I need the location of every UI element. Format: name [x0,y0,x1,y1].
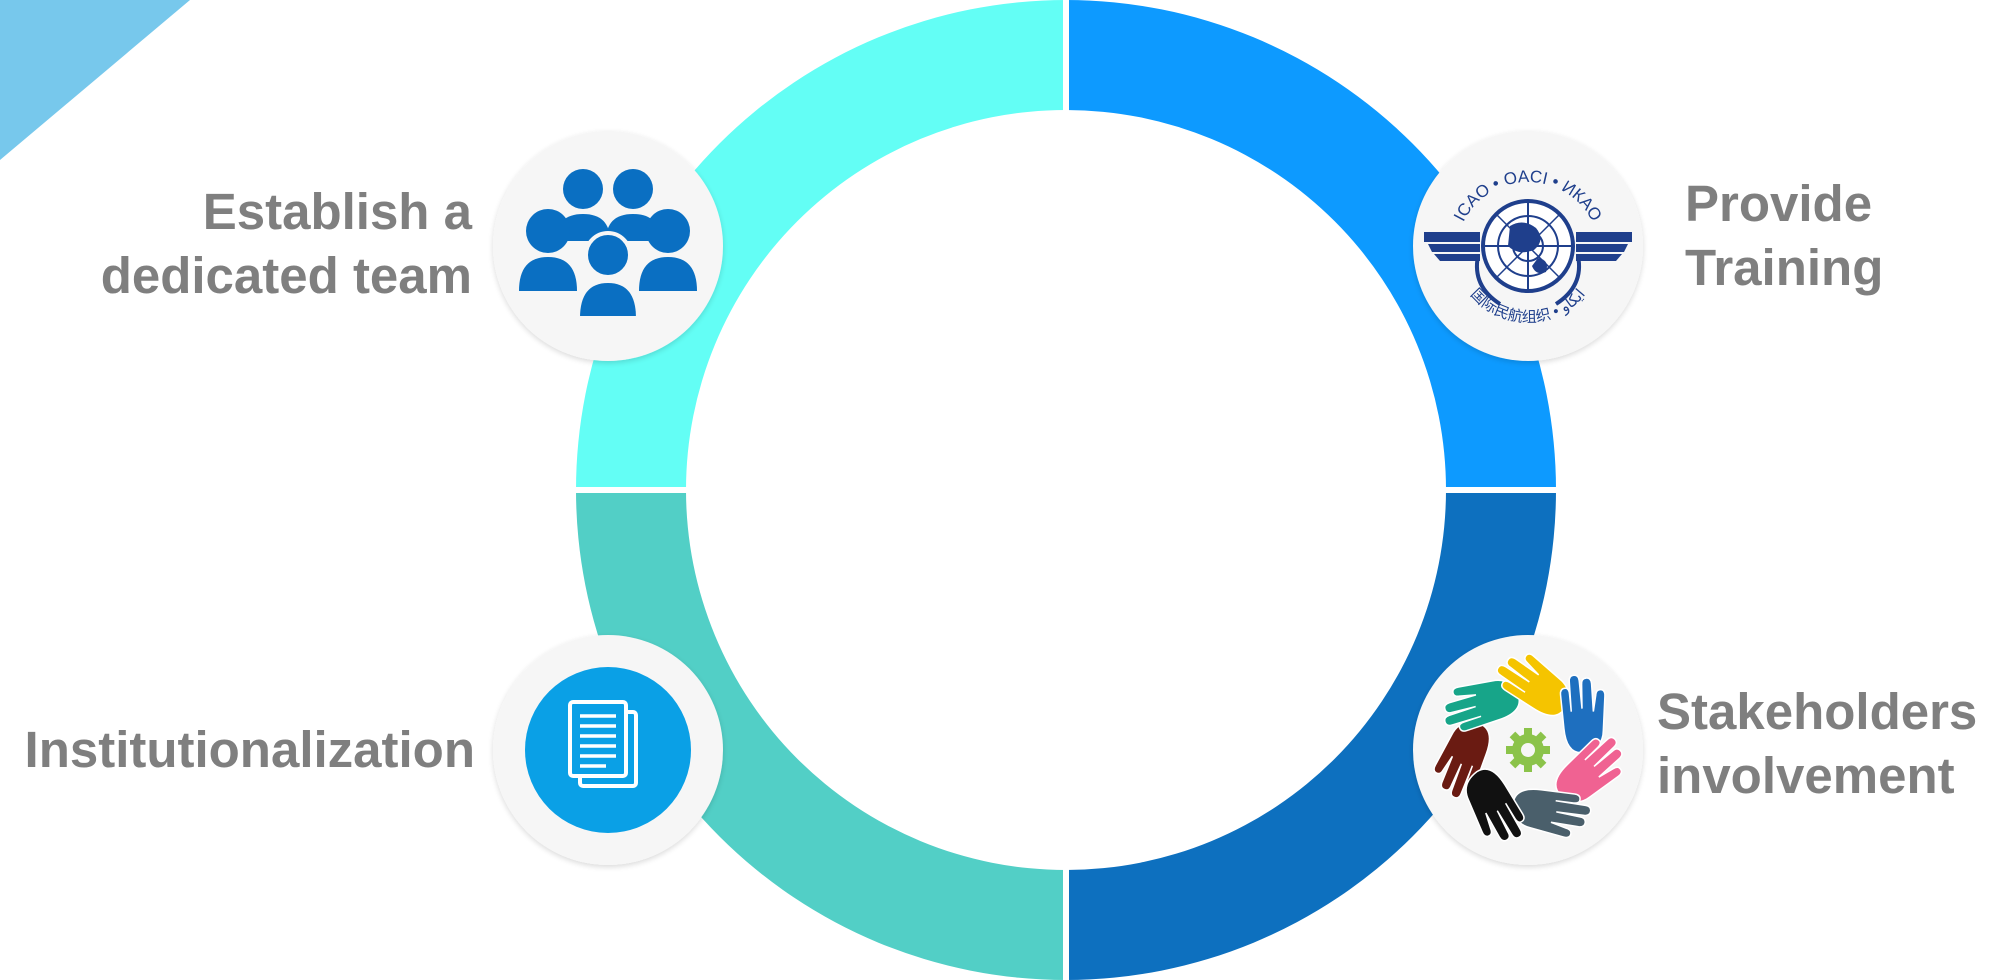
hand-shape [1512,788,1592,839]
ring-segment-team [576,0,1066,490]
hand-shape [1443,679,1520,732]
corner-accent-triangle [0,0,190,160]
badge-stakeholders [1413,635,1643,865]
documents-icon [568,700,638,788]
label-stakeholders-involvement: Stakeholders involvement [1657,680,1977,808]
hands-circle-icon [1433,653,1623,842]
hand-shape [1555,736,1623,803]
ring-segment-training [1066,0,1556,490]
hand-shape [1559,674,1606,754]
label-institutionalization: Institutionalization [25,718,475,782]
badge-team [493,131,723,361]
label-line: Institutionalization [24,721,475,778]
label-line: Training [1685,239,1884,296]
label-line: dedicated team [100,247,472,304]
label-line: Provide [1685,175,1873,232]
badge-training: ICAO • OACI • ИКАО 国际民航组织 • ايكاو [1413,131,1643,361]
label-provide-training: Provide Training [1685,172,1883,300]
ring-segment-institutionalization [576,490,1066,980]
label-line: Establish a [202,183,472,240]
label-line: Stakeholders [1657,683,1978,740]
label-establish-team: Establish a dedicated team [101,180,472,308]
ring-segment-stakeholders [1066,490,1556,980]
badge-institutionalization [493,635,723,865]
team-people-icon [519,169,697,320]
hand-shape [1465,768,1525,842]
gear-tooth [1524,728,1532,737]
gear-tooth [1524,763,1532,772]
gear-icon [1506,728,1550,772]
hand-shape [1496,653,1570,717]
label-line: involvement [1657,747,1955,804]
